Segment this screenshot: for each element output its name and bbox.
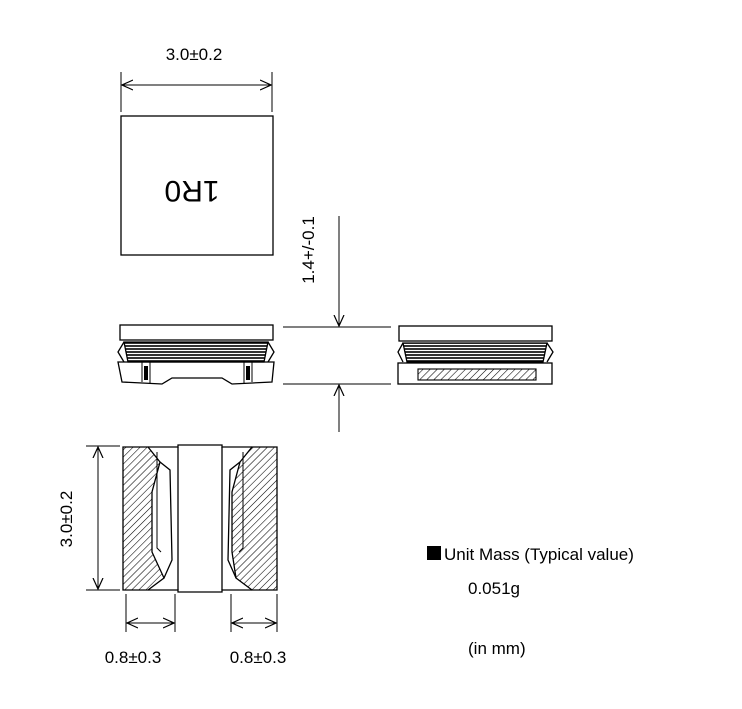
units-note: (in mm): [468, 639, 526, 658]
bottom-length-dimension-label: 3.0±0.2: [57, 491, 76, 548]
side-front-winding: [123, 341, 269, 363]
side-end-winding: [402, 342, 548, 363]
bottom-left-terminal: [122, 446, 165, 591]
side-end-right-flange: [546, 342, 554, 363]
bottom-right-terminal: [231, 446, 278, 591]
side-front-terminal-lines: [141, 362, 253, 384]
left-terminal-dimension-label: 0.8±0.3: [105, 648, 162, 667]
bottom-core-top-edge: [148, 444, 252, 448]
unit-mass-bullet-square: [427, 546, 441, 560]
side-front-base: [117, 361, 275, 385]
side-end-ferrite-cap: [398, 325, 553, 342]
part-marking: 1R0: [164, 174, 219, 207]
bottom-core-right-curve: [227, 461, 241, 579]
side-view-end: [397, 325, 554, 385]
bottom-core-bottom-edge: [148, 589, 252, 593]
side-end-terminal: [417, 368, 537, 381]
unit-mass-value: 0.051g: [468, 579, 520, 598]
bottom-wire-leads: [156, 452, 244, 553]
top-width-dimension-label: 3.0±0.2: [166, 45, 223, 64]
unit-mass-label: Unit Mass (Typical value): [444, 545, 634, 564]
bottom-view: 3.0±0.2 0.8±0.3 0.8±0.3: [57, 444, 287, 667]
side-view-front: [117, 324, 275, 385]
side-end-base: [397, 362, 553, 385]
notes: Unit Mass (Typical value) 0.051g (in mm): [427, 545, 634, 658]
top-view-body: [120, 115, 274, 256]
side-front-left-flange: [117, 341, 125, 363]
bottom-core-left-curve: [159, 461, 173, 579]
top-view: 3.0±0.2 1R0: [120, 45, 274, 256]
height-dimension: 1.4+/-0.1: [283, 216, 391, 432]
right-terminal-dimension-label: 0.8±0.3: [230, 648, 287, 667]
side-front-right-flange: [267, 341, 275, 363]
height-dimension-label: 1.4+/-0.1: [299, 216, 318, 284]
side-end-left-flange: [397, 342, 404, 363]
side-front-ferrite-cap: [119, 324, 274, 341]
